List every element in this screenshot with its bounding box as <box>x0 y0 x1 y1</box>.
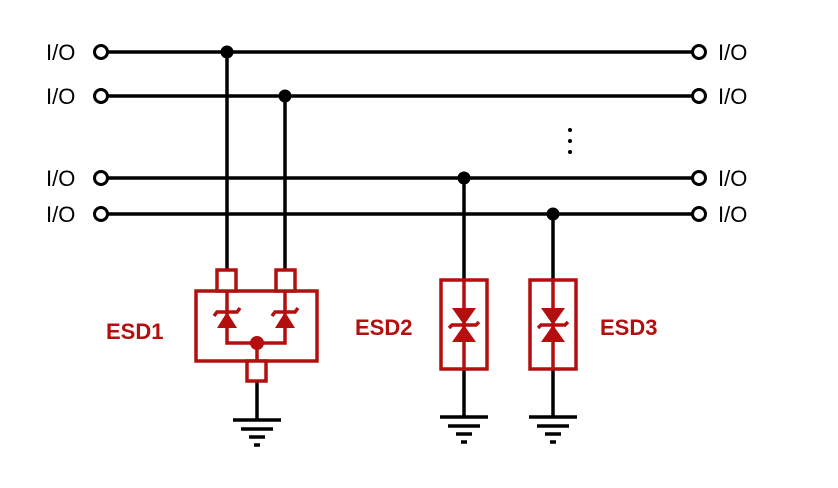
junction-dot-icon <box>220 45 234 59</box>
esd1-pin-gnd <box>245 359 268 383</box>
terminals <box>93 44 707 222</box>
junction-dot-icon <box>546 207 560 221</box>
esd2-device <box>439 278 489 371</box>
zener-diode-icon <box>212 306 242 328</box>
io-bus-lines <box>107 50 693 216</box>
terminal-right-2-icon <box>691 88 707 104</box>
ground-esd2-icon <box>440 415 488 444</box>
grounds <box>233 415 577 447</box>
esd1-pin-1 <box>215 268 238 293</box>
bidirectional-zener-diode-icon <box>447 308 481 342</box>
esd1-device <box>194 268 319 383</box>
io-label-left-4: I/O <box>46 202 75 227</box>
terminal-right-1-icon <box>691 44 707 60</box>
zener-diode-icon <box>270 306 300 328</box>
esd1-junction-dot-icon <box>250 336 264 350</box>
terminal-left-1-icon <box>93 44 109 60</box>
esd-labels: ESD1 ESD2 ESD3 <box>106 315 657 344</box>
ground-esd3-icon <box>529 415 577 444</box>
io-label-left-1: I/O <box>46 40 75 65</box>
esd1-pin-2 <box>274 268 297 293</box>
io-label-right-1: I/O <box>718 40 747 65</box>
junctions <box>220 45 560 221</box>
esd3-device <box>528 278 578 371</box>
io-label-right-4: I/O <box>718 202 747 227</box>
terminal-right-3-icon <box>691 170 707 186</box>
terminal-right-4-icon <box>691 206 707 222</box>
bidirectional-zener-diode-icon <box>536 308 570 342</box>
terminal-left-2-icon <box>93 88 109 104</box>
io-label-right-2: I/O <box>718 84 747 109</box>
esd2-label: ESD2 <box>355 315 412 340</box>
terminal-left-4-icon <box>93 206 109 222</box>
junction-dot-icon <box>457 171 471 185</box>
esd1-label: ESD1 <box>106 319 163 344</box>
io-label-left-2: I/O <box>46 84 75 109</box>
esd3-label: ESD3 <box>600 315 657 340</box>
terminal-left-3-icon <box>93 170 109 186</box>
io-labels: I/O I/O I/O I/O I/O I/O I/O I/O <box>46 40 747 227</box>
io-label-left-3: I/O <box>46 166 75 191</box>
ground-esd1-icon <box>233 418 281 447</box>
ellipsis-dots <box>568 128 572 154</box>
junction-dot-icon <box>278 89 292 103</box>
tap-wires <box>225 52 555 420</box>
io-label-right-3: I/O <box>718 166 747 191</box>
